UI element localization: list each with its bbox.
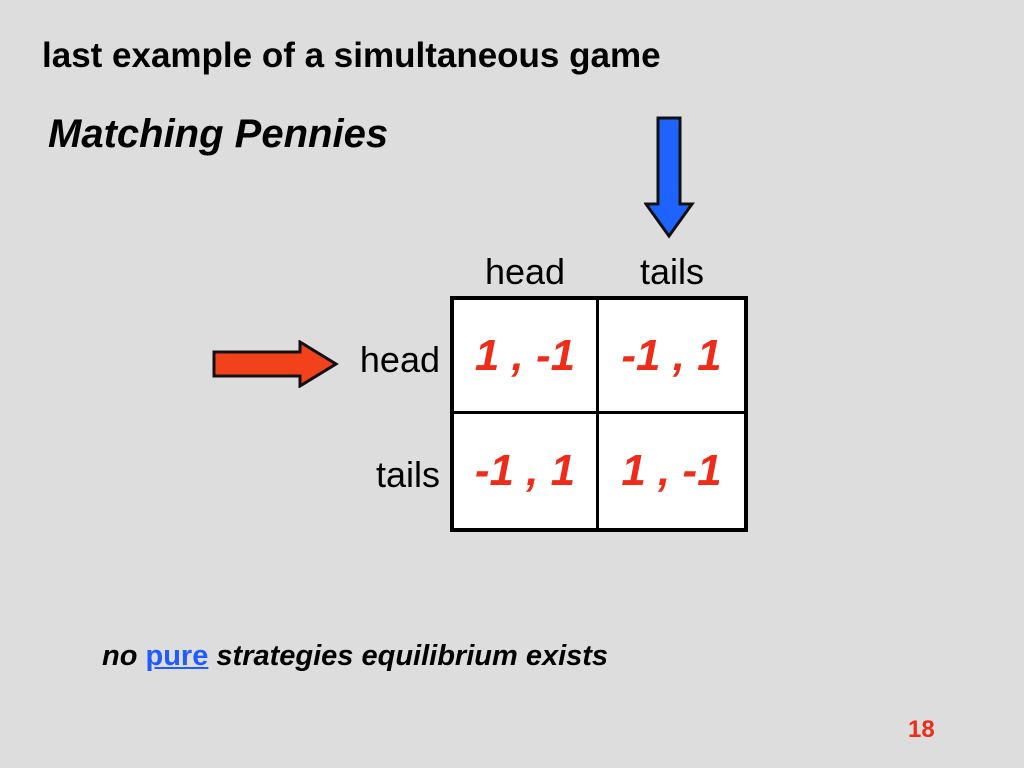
row-label-tails: tails <box>375 454 440 495</box>
conclusion-prefix: no <box>102 640 138 672</box>
payoff-matrix: 1 , -1 -1 , 1 -1 , 1 1 , -1 <box>450 296 748 532</box>
column-label-tails: tails <box>639 251 705 292</box>
payoff-cell-tails-head: -1 , 1 <box>454 414 599 528</box>
row-label-head: head <box>359 339 440 380</box>
arrow-right-icon <box>212 340 339 388</box>
conclusion-text: no pure strategies equilibrium exists <box>102 640 608 673</box>
slide-title: last example of a simultaneous game <box>42 36 661 75</box>
conclusion-highlight: pure <box>145 640 209 672</box>
payoff-cell-head-tails: -1 , 1 <box>599 300 744 414</box>
conclusion-suffix: strategies equilibrium exists <box>216 640 609 672</box>
payoff-cell-tails-tails: 1 , -1 <box>621 446 722 495</box>
slide-subtitle: Matching Pennies <box>48 112 389 156</box>
arrow-down-icon <box>644 116 695 239</box>
page-number: 18 <box>908 716 935 743</box>
column-label-head: head <box>484 251 566 292</box>
payoff-cell-head-head: 1 , -1 <box>454 300 599 414</box>
